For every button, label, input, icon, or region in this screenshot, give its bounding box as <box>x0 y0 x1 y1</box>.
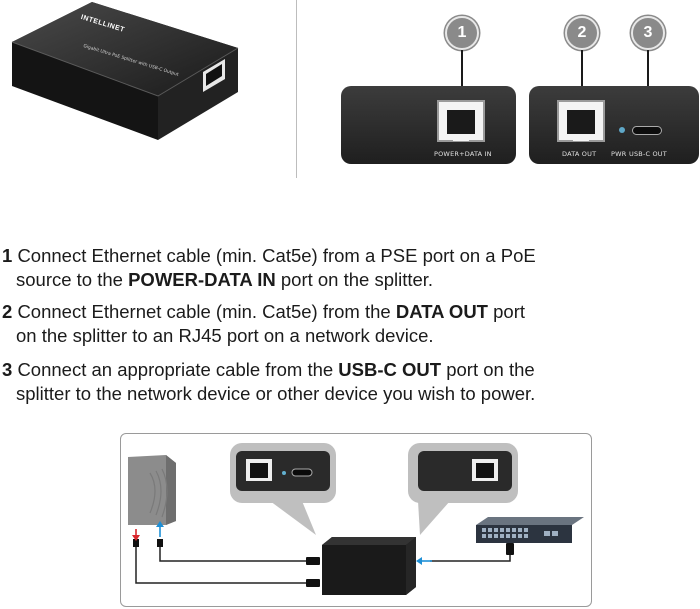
input-port-bubble <box>408 443 518 535</box>
step-number: 2 <box>2 301 13 322</box>
callout-1: 1 <box>445 16 479 50</box>
step-3: 3 Connect an appropriate cable from the … <box>2 359 536 404</box>
rj45-port-in-icon <box>437 100 485 142</box>
step-number: 1 <box>2 245 13 266</box>
port-label-usb-c-out: USB-C OUT <box>629 150 667 158</box>
step-number: 3 <box>2 359 13 380</box>
callout-line-1 <box>461 50 463 106</box>
data-flow-arrows <box>132 521 432 565</box>
port-label-power-data-in: POWER+DATA IN <box>434 150 492 158</box>
callout-line-2 <box>581 50 583 106</box>
port-label-data-out: DATA OUT <box>562 150 597 158</box>
input-side-panel <box>341 86 516 164</box>
step-2: 2 Connect Ethernet cable (min. Cat5e) fr… <box>2 301 526 346</box>
network-switch-icon <box>476 517 584 543</box>
connection-diagram-art <box>128 443 584 595</box>
section-divider <box>296 0 297 178</box>
port-label-pwr: PWR <box>611 150 627 158</box>
rj45-port-out-icon <box>557 100 605 142</box>
usb-c-port-icon <box>632 126 662 135</box>
callout-3: 3 <box>631 16 665 50</box>
callout-2: 2 <box>565 16 599 50</box>
splitter-device-icon <box>322 537 416 595</box>
pwr-led-icon <box>619 127 625 133</box>
pse-device-icon <box>128 455 176 525</box>
step-1: 1 Connect Ethernet cable (min. Cat5e) fr… <box>2 245 536 290</box>
splitter-device-photo <box>11 2 239 140</box>
output-port-bubble <box>230 443 336 535</box>
